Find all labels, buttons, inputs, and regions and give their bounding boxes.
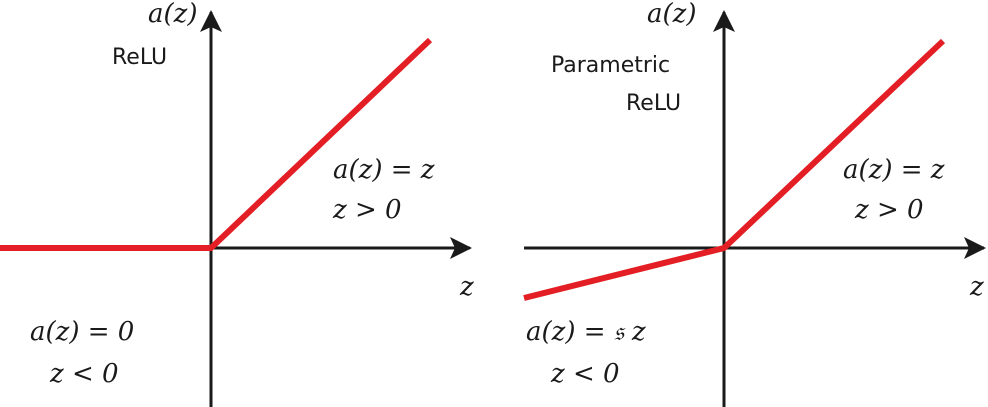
prelu-title-line-1: Parametric xyxy=(551,53,670,78)
prelu-x-axis-label: z xyxy=(969,272,984,302)
parametric-relu-panel: a(z) Parametric ReLU z a(z) = z z > 0 a(… xyxy=(523,0,986,407)
relu-x-axis-label: z xyxy=(459,272,474,302)
relu-y-axis-label: a(z) xyxy=(148,0,198,29)
prelu-title-line-2: ReLU xyxy=(626,91,681,116)
relu-positive-formula: a(z) = z xyxy=(333,155,435,185)
relu-panel: a(z) ReLU z a(z) = z z > 0 a(z) = 0 z < … xyxy=(0,0,474,407)
relu-title: ReLU xyxy=(112,45,167,70)
relu-curve xyxy=(0,37,433,251)
prelu-y-axis-label: a(z) xyxy=(647,0,697,29)
relu-negative-condition: z < 0 xyxy=(49,359,119,389)
relu-negative-formula: a(z) = 0 xyxy=(30,317,134,347)
prelu-negative-formula: a(z) = 𝔰 z xyxy=(526,317,646,347)
prelu-curve xyxy=(523,38,946,301)
prelu-positive-formula: a(z) = z xyxy=(843,155,945,185)
prelu-positive-condition: z > 0 xyxy=(854,195,924,225)
prelu-negative-condition: z < 0 xyxy=(550,359,620,389)
relu-positive-condition: z > 0 xyxy=(332,195,402,225)
